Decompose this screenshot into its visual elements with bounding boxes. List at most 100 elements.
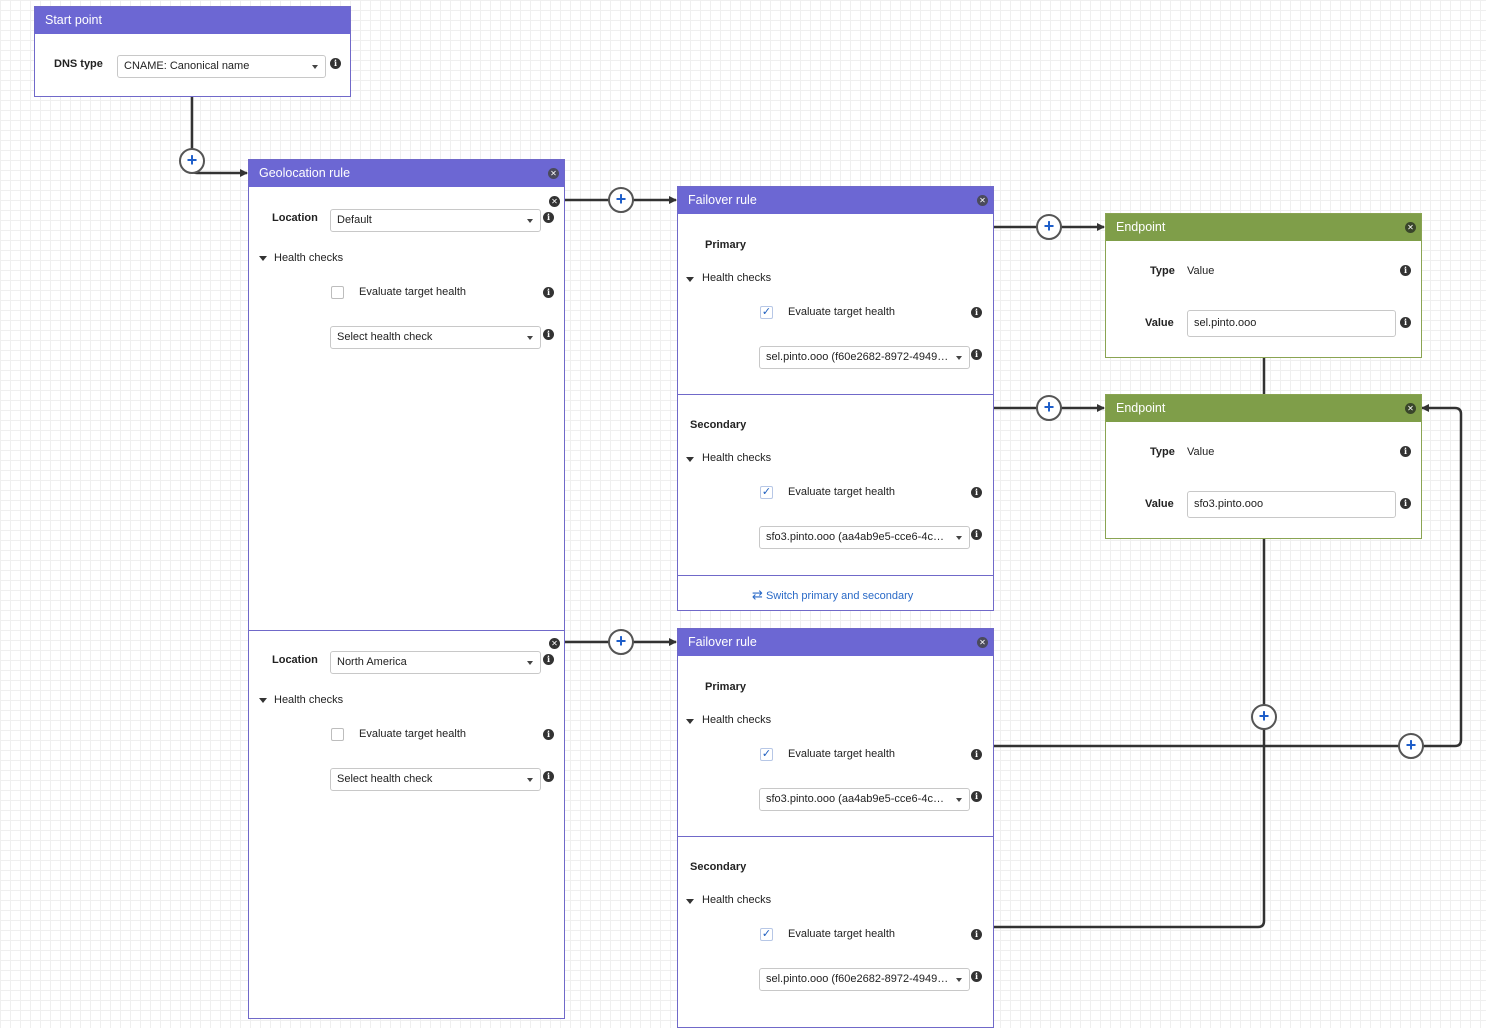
plus-circle-icon: + [1258,706,1270,726]
failover-rule-panel: Failover rule ✕ Primary Health checks ✓ … [677,186,994,611]
info-icon[interactable]: i [543,329,554,340]
location-label: Location [272,654,318,666]
evaluate-target-health-checkbox[interactable] [331,286,344,299]
dns-type-label: DNS type [54,58,103,70]
dns-type-select[interactable]: CNAME: Canonical name [117,55,326,78]
info-icon[interactable]: i [971,487,982,498]
health-checks-toggle[interactable]: Health checks [274,694,344,706]
plus-circle-icon: + [615,631,627,651]
health-check-value: Select health check [337,773,433,785]
start-point-title: Start point [45,13,102,27]
close-icon[interactable]: ✕ [977,637,988,648]
switch-primary-secondary-link[interactable]: ⇄ Switch primary and secondary [752,587,913,603]
chevron-down-icon [527,661,533,665]
secondary-label: Secondary [690,861,747,873]
add-rule-button[interactable]: + [1036,395,1062,421]
info-icon[interactable]: i [971,307,982,318]
close-icon[interactable]: ✕ [977,195,988,206]
plus-circle-icon: + [1043,216,1055,236]
health-check-value: sel.pinto.ooo (f60e2682-8972-4949-… [766,973,952,985]
evaluate-target-health-checkbox[interactable]: ✓ [760,748,773,761]
remove-rule-icon[interactable]: ✕ [549,196,560,207]
endpoint-title: Endpoint [1116,401,1166,415]
info-icon[interactable]: i [1400,265,1411,276]
evaluate-target-health-label: Evaluate target health [788,306,896,318]
switch-divider [678,575,993,576]
add-rule-button[interactable]: + [1398,733,1424,759]
evaluate-target-health-label: Evaluate target health [788,748,896,760]
endpoint-panel: Endpoint ✕ Type Value i Value sfo3.pinto… [1105,394,1422,539]
info-icon[interactable]: i [971,971,982,982]
caret-down-icon[interactable] [686,719,694,724]
info-icon[interactable]: i [971,529,982,540]
health-check-select[interactable]: sfo3.pinto.ooo (aa4ab9e5-cce6-4c4… [759,788,970,811]
close-icon[interactable]: ✕ [1405,222,1416,233]
secondary-label: Secondary [690,419,747,431]
endpoint-header: Endpoint ✕ [1106,395,1421,422]
health-check-select[interactable]: Select health check [330,768,541,791]
info-icon[interactable]: i [971,349,982,360]
info-icon[interactable]: i [543,771,554,782]
plus-circle-icon: + [186,150,198,170]
type-label: Type [1150,265,1175,277]
evaluate-target-health-label: Evaluate target health [788,928,896,940]
health-check-select[interactable]: Select health check [330,326,541,349]
health-check-select[interactable]: sfo3.pinto.ooo (aa4ab9e5-cce6-4c4… [759,526,970,549]
health-check-select[interactable]: sel.pinto.ooo (f60e2682-8972-4949-… [759,346,970,369]
info-icon[interactable]: i [543,654,554,665]
caret-down-icon[interactable] [259,256,267,261]
remove-rule-icon[interactable]: ✕ [549,638,560,649]
evaluate-target-health-checkbox[interactable]: ✓ [760,486,773,499]
evaluate-target-health-label: Evaluate target health [359,728,467,740]
plus-circle-icon: + [1405,735,1417,755]
health-checks-toggle[interactable]: Health checks [702,894,772,906]
close-icon[interactable]: ✕ [1405,403,1416,414]
primary-label: Primary [705,681,746,693]
info-icon[interactable]: i [1400,317,1411,328]
info-icon[interactable]: i [971,929,982,940]
health-checks-toggle[interactable]: Health checks [702,272,772,284]
caret-down-icon[interactable] [686,277,694,282]
info-icon[interactable]: i [330,58,341,69]
add-rule-button[interactable]: + [608,629,634,655]
health-check-select[interactable]: sel.pinto.ooo (f60e2682-8972-4949-… [759,968,970,991]
info-icon[interactable]: i [543,212,554,223]
start-point-header: Start point [35,7,350,34]
info-icon[interactable]: i [1400,446,1411,457]
evaluate-target-health-checkbox[interactable]: ✓ [760,306,773,319]
info-icon[interactable]: i [543,287,554,298]
location-label: Location [272,212,318,224]
add-rule-button[interactable]: + [1251,704,1277,730]
info-icon[interactable]: i [1400,498,1411,509]
add-rule-button[interactable]: + [608,187,634,213]
health-checks-toggle[interactable]: Health checks [274,252,344,264]
evaluate-target-health-checkbox[interactable]: ✓ [760,928,773,941]
info-icon[interactable]: i [971,749,982,760]
chevron-down-icon [956,978,962,982]
info-icon[interactable]: i [543,729,554,740]
close-icon[interactable]: ✕ [548,168,559,179]
evaluate-target-health-label: Evaluate target health [788,486,896,498]
start-point-panel: Start point DNS type CNAME: Canonical na… [34,6,351,97]
caret-down-icon[interactable] [259,698,267,703]
health-checks-toggle[interactable]: Health checks [702,714,772,726]
endpoint-value-input[interactable]: sel.pinto.ooo [1187,310,1396,337]
value-label: Value [1145,498,1174,510]
info-icon[interactable]: i [971,791,982,802]
failover-rule-header: Failover rule ✕ [678,187,993,214]
location-select[interactable]: North America [330,651,541,674]
caret-down-icon[interactable] [686,899,694,904]
endpoint-value-input[interactable]: sfo3.pinto.ooo [1187,491,1396,518]
dns-type-value: CNAME: Canonical name [124,60,250,72]
caret-down-icon[interactable] [686,457,694,462]
location-select[interactable]: Default [330,209,541,232]
health-checks-toggle[interactable]: Health checks [702,452,772,464]
switch-label: Switch primary and secondary [765,590,914,602]
chevron-down-icon [527,778,533,782]
add-rule-button[interactable]: + [179,148,205,174]
add-rule-button[interactable]: + [1036,214,1062,240]
health-check-value: sel.pinto.ooo (f60e2682-8972-4949-… [766,351,952,363]
health-check-value: Select health check [337,331,433,343]
rule-divider [249,630,564,631]
evaluate-target-health-checkbox[interactable] [331,728,344,741]
